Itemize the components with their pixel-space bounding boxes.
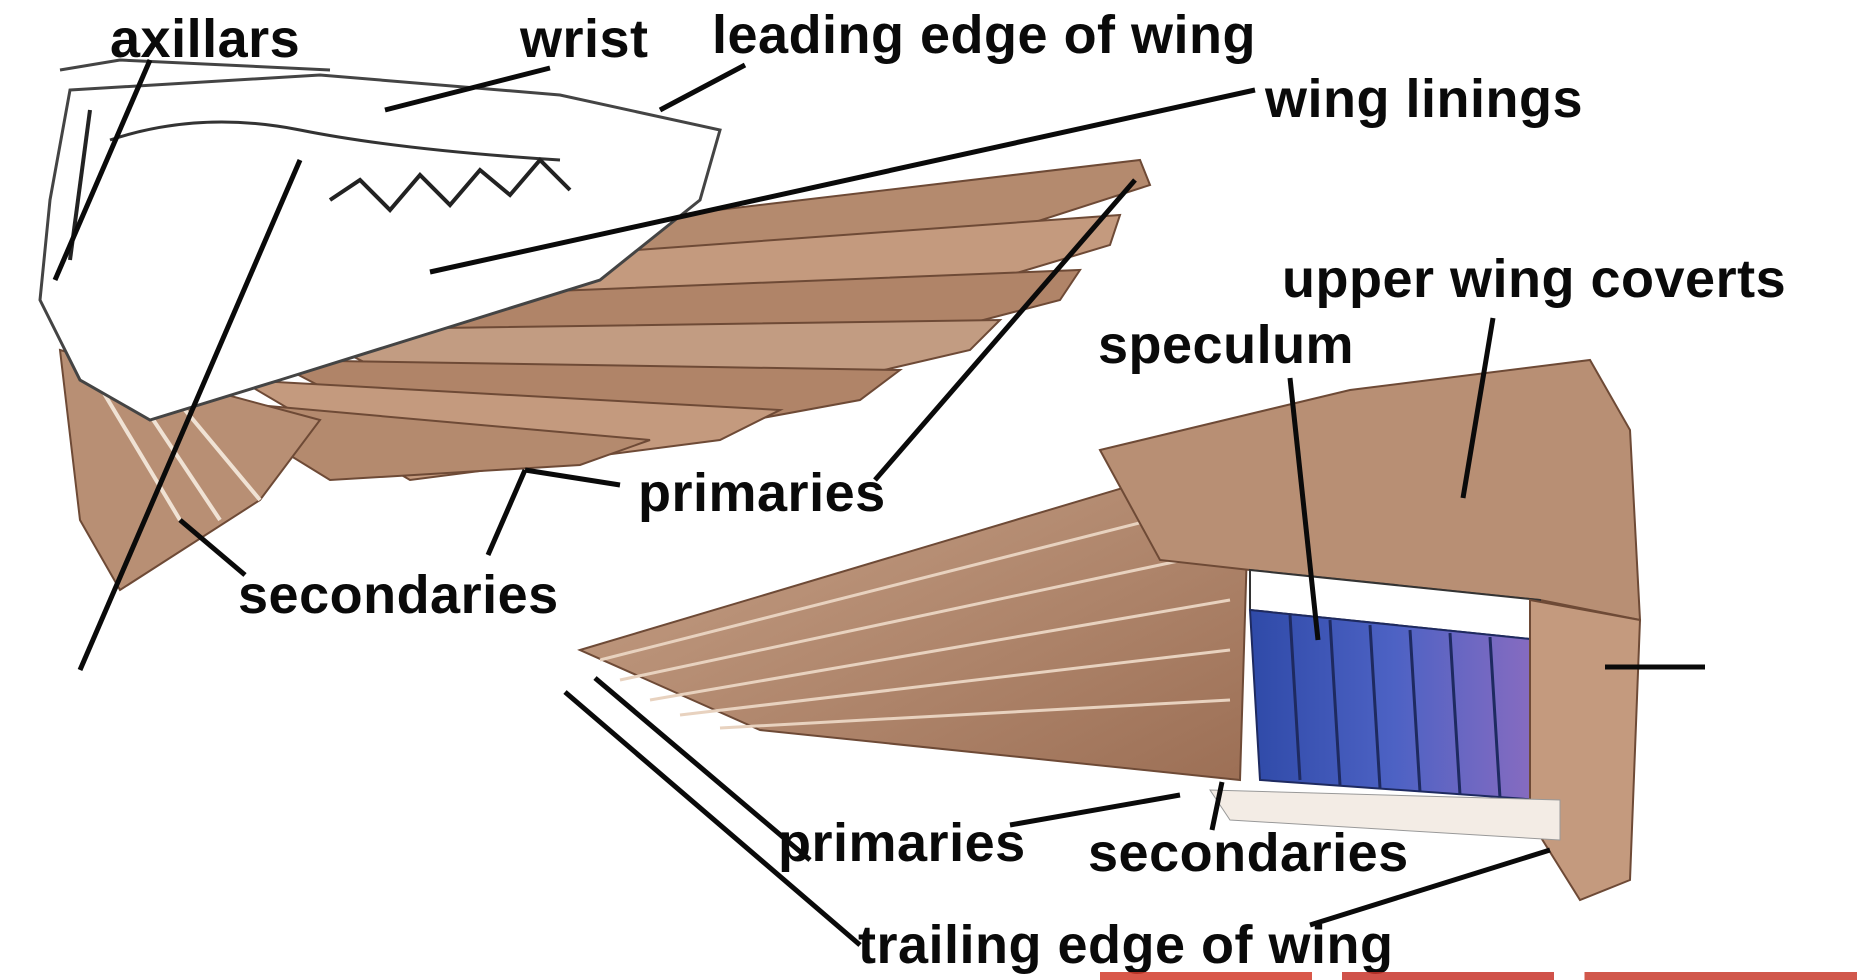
cropped-caption-strip: [1100, 972, 1857, 980]
label-wing-linings: wing linings: [1265, 72, 1583, 126]
label-trailing-edge-of-wing: trailing edge of wing: [858, 918, 1394, 972]
underwing: [40, 60, 1150, 590]
label-primaries-upperwing: primaries: [778, 816, 1026, 870]
speculum-patch: [1250, 610, 1540, 800]
label-secondaries-upperwing: secondaries: [1088, 826, 1409, 880]
label-primaries-underwing: primaries: [638, 466, 886, 520]
label-leading-edge-of-wing: leading edge of wing: [712, 8, 1256, 62]
label-axillars: axillars: [110, 12, 300, 66]
label-upper-wing-coverts: upper wing coverts: [1282, 252, 1786, 306]
label-speculum: speculum: [1098, 318, 1354, 372]
upperwing: [580, 360, 1640, 900]
label-wrist: wrist: [520, 12, 649, 66]
label-secondaries-underwing: secondaries: [238, 568, 559, 622]
